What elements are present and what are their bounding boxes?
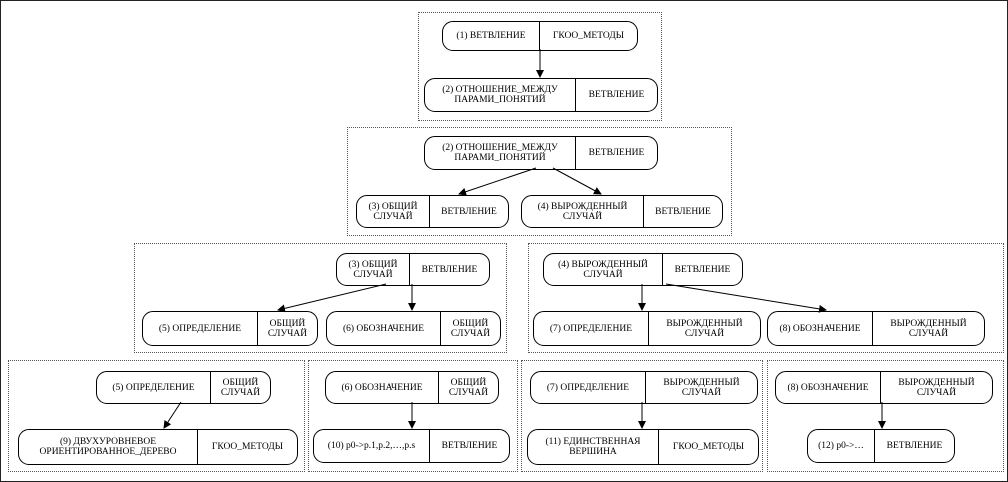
node-type: ОБЩИЙ СЛУЧАЙ <box>257 312 317 345</box>
node-5-opredelenie: (5) ОПРЕДЕЛЕНИЕ ОБЩИЙ СЛУЧАЙ <box>96 371 271 404</box>
node-label: (3) ОБЩИЙ СЛУЧАЙ <box>348 259 398 280</box>
node-label: (8) ОБОЗНАЧЕНИЕ <box>779 323 861 334</box>
node-type: ОБЩИЙ СЛУЧАЙ <box>210 372 270 403</box>
cluster-4 <box>528 243 1004 353</box>
node-type: ВЕТВЛЕНИЕ <box>429 196 508 227</box>
cluster-1 <box>418 12 662 121</box>
node-label: (7) ОПРЕДЕЛЕНИЕ <box>546 382 630 393</box>
node-8-oboznachenie: (8) ОБОЗНАЧЕНИЕ ВЫРОЖДЕННЫЙ СЛУЧАЙ <box>767 311 985 346</box>
node-type: ВЕТВЛЕНИЕ <box>575 137 657 169</box>
node-9-dvukhurovnevoe-derevo: (9) ДВУХУРОВНЕВОЕ ОРИЕНТИРОВАННОЕ_ДЕРЕВО… <box>18 429 298 465</box>
node-4-vyrozhdennyy-sluchay: (4) ВЫРОЖДЕННЫЙ СЛУЧАЙ ВЕТВЛЕНИЕ <box>543 253 743 286</box>
node-type: ВЕТВЛЕНИЕ <box>409 254 489 285</box>
node-11-edinstvennaya-vershina: (11) ЕДИНСТВЕННАЯ ВЕРШИНА ГКОО_МЕТОДЫ <box>527 429 759 465</box>
node-type: ГКОО_МЕТОДЫ <box>197 430 297 464</box>
cluster-8 <box>767 360 1004 472</box>
node-4-vyrozhdennyy-sluchay: (4) ВЫРОЖДЕННЫЙ СЛУЧАЙ ВЕТВЛЕНИЕ <box>521 195 723 228</box>
node-label: (4) ВЫРОЖДЕННЫЙ СЛУЧАЙ <box>558 259 648 280</box>
node-label: (4) ВЫРОЖДЕННЫЙ СЛУЧАЙ <box>537 201 628 222</box>
node-7-opredelenie: (7) ОПРЕДЕЛЕНИЕ ВЫРОЖДЕННЫЙ СЛУЧАЙ <box>530 371 758 404</box>
node-3-obshchiy-sluchay: (3) ОБЩИЙ СЛУЧАЙ ВЕТВЛЕНИЕ <box>356 195 509 228</box>
node-3-obshchiy-sluchay: (3) ОБЩИЙ СЛУЧАЙ ВЕТВЛЕНИЕ <box>336 253 490 286</box>
cluster-3 <box>134 243 507 353</box>
node-2-otnoshenie: (2) ОТНОШЕНИЕ_МЕЖДУ ПАРАМИ_ПОНЯТИЙ ВЕТВЛ… <box>424 78 658 112</box>
node-6-oboznachenie: (6) ОБОЗНАЧЕНИЕ ОБЩИЙ СЛУЧАЙ <box>325 371 499 404</box>
node-type: ОБЩИЙ СЛУЧАЙ <box>440 312 500 345</box>
node-1-vetvlenie: (1) ВЕТВЛЕНИЕ ГКОО_МЕТОДЫ <box>442 21 638 51</box>
node-label: (5) ОПРЕДЕЛЕНИЕ <box>158 323 242 334</box>
cluster-7 <box>521 360 763 472</box>
node-label: (11) ЕДИНСТВЕННАЯ ВЕРШИНА <box>545 437 641 457</box>
node-type: ГКОО_МЕТОДЫ <box>539 22 637 50</box>
node-label: (10) p0->p.1,p.2,…,p.s <box>327 441 416 451</box>
node-label: (8) ОБОЗНАЧЕНИЕ <box>787 382 869 393</box>
node-10-p0: (10) p0->p.1,p.2,…,p.s ВЕТВЛЕНИЕ <box>313 429 510 463</box>
node-label: (2) ОТНОШЕНИЕ_МЕЖДУ ПАРАМИ_ПОНЯТИЙ <box>442 143 558 163</box>
node-label: (5) ОПРЕДЕЛЕНИЕ <box>112 382 195 393</box>
node-type: ВЕТВЛЕНИЕ <box>429 430 509 462</box>
node-type: ВЕТВЛЕНИЕ <box>874 430 954 462</box>
cluster-6 <box>308 360 518 472</box>
node-type: ВЕТВЛЕНИЕ <box>575 79 657 111</box>
node-type: ГКОО_МЕТОДЫ <box>658 430 758 464</box>
node-type: ВЫРОЖДЕННЫЙ СЛУЧАЙ <box>872 312 984 345</box>
node-type: ВЫРОЖДЕННЫЙ СЛУЧАЙ <box>648 312 760 345</box>
node-type: ВЫРОЖДЕННЫЙ СЛУЧАЙ <box>880 372 992 403</box>
node-type: ВЕТВЛЕНИЕ <box>643 196 722 227</box>
node-type: ОБЩИЙ СЛУЧАЙ <box>438 372 498 403</box>
node-type: ВЫРОЖДЕННЫЙ СЛУЧАЙ <box>645 372 757 403</box>
node-label: (9) ДВУХУРОВНЕВОЕ ОРИЕНТИРОВАННОЕ_ДЕРЕВО <box>39 437 177 457</box>
node-label: (1) ВЕТВЛЕНИЕ <box>456 31 526 41</box>
node-5-opredelenie: (5) ОПРЕДЕЛЕНИЕ ОБЩИЙ СЛУЧАЙ <box>142 311 318 346</box>
node-6-oboznachenie: (6) ОБОЗНАЧЕНИЕ ОБЩИЙ СЛУЧАЙ <box>326 311 501 346</box>
node-label: (6) ОБОЗНАЧЕНИЕ <box>341 382 423 393</box>
node-type: ВЕТВЛЕНИЕ <box>662 254 742 285</box>
cluster-2 <box>347 127 732 236</box>
node-label: (6) ОБОЗНАЧЕНИЕ <box>342 323 425 334</box>
node-12-p0: (12) p0->… ВЕТВЛЕНИЕ <box>807 429 955 463</box>
node-label: (12) p0->… <box>818 441 864 451</box>
node-8-oboznachenie: (8) ОБОЗНАЧЕНИЕ ВЫРОЖДЕННЫЙ СЛУЧАЙ <box>775 371 993 404</box>
node-label: (2) ОТНОШЕНИЕ_МЕЖДУ ПАРАМИ_ПОНЯТИЙ <box>442 85 558 105</box>
cluster-5 <box>8 360 305 472</box>
node-2-otnoshenie: (2) ОТНОШЕНИЕ_МЕЖДУ ПАРАМИ_ПОНЯТИЙ ВЕТВЛ… <box>424 136 658 170</box>
node-label: (3) ОБЩИЙ СЛУЧАЙ <box>368 201 418 222</box>
node-7-opredelenie: (7) ОПРЕДЕЛЕНИЕ ВЫРОЖДЕННЫЙ СЛУЧАЙ <box>533 311 761 346</box>
node-label: (7) ОПРЕДЕЛЕНИЕ <box>549 323 633 334</box>
